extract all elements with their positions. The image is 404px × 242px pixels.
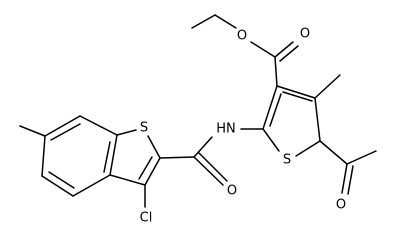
bond-thiophene-s-c2 <box>262 128 280 152</box>
bond-thiophene-c2-c3 <box>262 85 278 130</box>
bond-ester-c-ring <box>274 56 278 87</box>
chlorine-label: Cl <box>140 211 153 226</box>
bond-acetyl-co-1 <box>341 163 348 194</box>
bond-benzene-4-double <box>48 171 75 189</box>
bond-benzene-6-double <box>103 141 111 173</box>
bond-thiophene-c4-c5 <box>314 97 321 142</box>
bond-benzene-1 <box>79 115 118 136</box>
amide-nh-label: HN <box>216 122 236 137</box>
bond-acetyl-methyl <box>346 150 377 165</box>
bond-ethyl-ch3 <box>191 14 216 29</box>
bond-ester-co-2 <box>279 45 299 62</box>
bond-thiophene-c3-c4-double <box>282 91 313 102</box>
bond-ethyl-ch2-o <box>214 14 237 29</box>
bond-bt-c7a-c3a <box>109 134 118 176</box>
bond-aryl-methyl <box>19 125 46 137</box>
bond-bt-s-c7a <box>116 129 137 136</box>
ester-ether-oxygen-label: O <box>237 29 247 44</box>
acetyl-oxygen-label: O <box>336 198 346 213</box>
bond-bt-c3a-c3 <box>109 174 146 186</box>
ester-carbonyl-oxygen-label: O <box>300 27 310 42</box>
thiophene-sulfur-label: S <box>283 153 291 168</box>
bond-thiophene-c2-c3-double <box>269 93 282 127</box>
bond-acetyl-co-2 <box>347 165 354 195</box>
bond-amide-benzothiophene <box>159 156 195 159</box>
bond-ester-o-c <box>250 41 276 58</box>
bond-bt-c3-c2-double <box>138 156 153 180</box>
bond-thiophene-c3-c4 <box>276 85 316 99</box>
bond-benzene-2 <box>44 115 81 137</box>
bond-thiophene-c5-s <box>295 140 321 157</box>
bond-ring-acetyl <box>319 140 348 165</box>
bond-benzene-4 <box>41 175 74 197</box>
amide-carbonyl-oxygen-label: O <box>227 184 237 199</box>
benzothiophene-sulfur-label: S <box>140 121 148 136</box>
bond-bt-c2-s <box>147 135 161 159</box>
bond-amide-co-1 <box>193 156 224 186</box>
bond-benzene-3 <box>41 135 46 177</box>
bond-ring-methyl <box>314 74 341 99</box>
bond-nh-carbonyl <box>193 136 213 158</box>
bond-amide-co-2 <box>198 152 228 182</box>
bond-bt-c3-c2 <box>144 157 161 186</box>
bond-benzene-5 <box>72 174 111 197</box>
bond-ester-co-1 <box>274 41 294 58</box>
bond-benzene-2-double <box>50 123 81 141</box>
